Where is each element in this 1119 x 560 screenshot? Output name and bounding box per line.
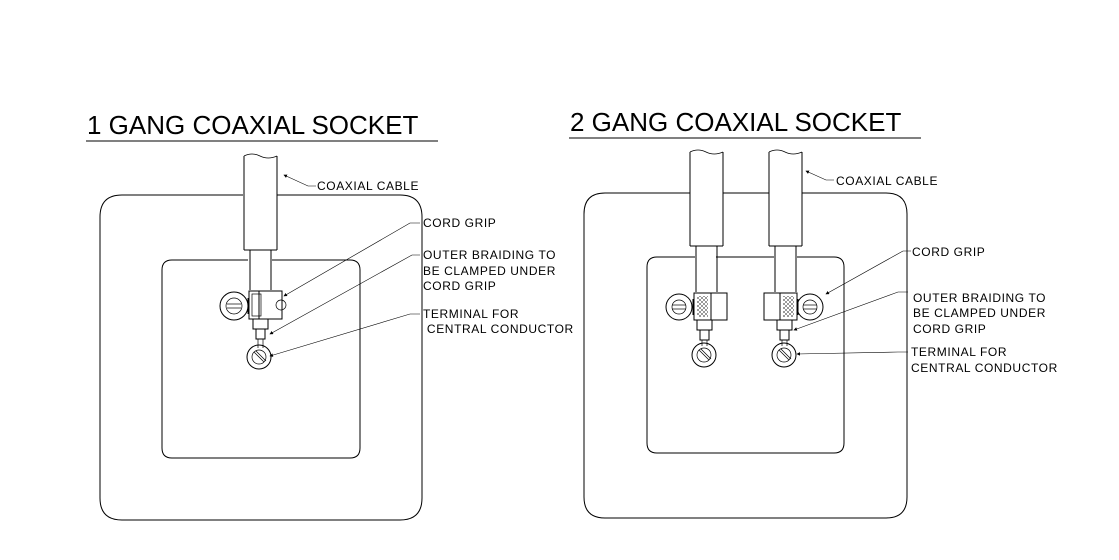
one-gang-braiding-leader (269, 254, 420, 335)
two-gang-right-coaxial-cable (768, 149, 803, 292)
two-gang-terminal-leader (796, 351, 908, 356)
one-gang-braiding-label-line3: CORD GRIP (423, 279, 496, 293)
two-gang-cable-leader (805, 170, 834, 181)
two-gang-right-terminal (771, 342, 797, 368)
one-gang-terminal-leader (269, 313, 420, 357)
two-gang-right-cord-grip (763, 292, 824, 346)
one-gang-braiding-label-line1: OUTER BRAIDING TO (423, 248, 556, 262)
two-gang-inner-module (646, 256, 845, 454)
two-gang-terminal-label-line1: TERMINAL FOR (911, 345, 1007, 359)
one-gang-terminal-label-line1: TERMINAL FOR (423, 307, 519, 321)
one-gang-diagram: 1 GANG COAXIAL SOCKET (86, 110, 574, 521)
one-gang-braiding-label-line2: BE CLAMPED UNDER (423, 264, 556, 278)
one-gang-outer-plate (99, 194, 423, 521)
one-gang-inner-module (161, 259, 361, 459)
one-gang-coaxial-cable-label: COAXIAL CABLE (317, 179, 419, 193)
two-gang-diagram: 2 GANG COAXIAL SOCKET (569, 107, 1058, 519)
two-gang-braiding-leader (793, 291, 908, 331)
one-gang-terminal-label-line2: CENTRAL CONDUCTOR (423, 322, 574, 336)
one-gang-cord-grip (219, 290, 287, 348)
two-gang-braiding-label-line3: CORD GRIP (913, 322, 986, 336)
one-gang-title: 1 GANG COAXIAL SOCKET (87, 110, 418, 140)
two-gang-coaxial-cable-label: COAXIAL CABLE (836, 174, 938, 188)
two-gang-braiding-label-line2: BE CLAMPED UNDER (913, 306, 1046, 320)
one-gang-cord-grip-label: CORD GRIP (423, 216, 496, 230)
two-gang-outer-plate (583, 192, 908, 519)
two-gang-left-terminal (691, 342, 717, 368)
two-gang-left-coaxial-cable (689, 149, 724, 292)
one-gang-cable-leader (283, 174, 316, 187)
two-gang-cord-grip-leader (825, 250, 911, 295)
one-gang-cord-grip-leader (283, 222, 420, 297)
one-gang-coaxial-cable (243, 153, 278, 290)
two-gang-title: 2 GANG COAXIAL SOCKET (570, 107, 901, 137)
two-gang-braiding-label-line1: OUTER BRAIDING TO (913, 291, 1046, 305)
two-gang-terminal-label-line2: CENTRAL CONDUCTOR (911, 361, 1058, 375)
two-gang-cord-grip-label: CORD GRIP (912, 245, 985, 259)
two-gang-left-cord-grip (665, 292, 728, 346)
one-gang-terminal (246, 344, 272, 370)
